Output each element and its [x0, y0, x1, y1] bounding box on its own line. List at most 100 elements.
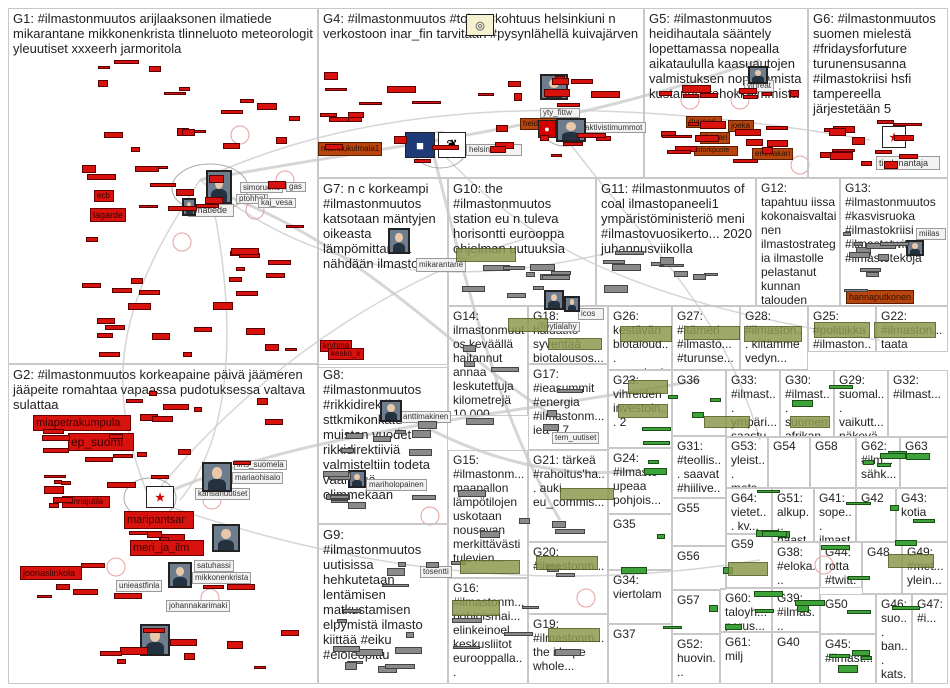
group-title: G32: #ilmast...	[893, 373, 942, 401]
red-node	[253, 665, 266, 669]
red-node	[898, 154, 918, 160]
gray-node	[878, 254, 890, 262]
green-node	[642, 440, 670, 445]
user-avatar	[556, 118, 586, 142]
group-title: G58	[815, 439, 838, 453]
group-title: G47: #i...	[917, 597, 944, 625]
kansanuutiset-logo-icon: ★	[146, 486, 174, 508]
red-node	[56, 584, 71, 591]
group-title: G41: sope... ilmast...	[819, 491, 852, 542]
gray-node	[615, 250, 645, 255]
red-node	[193, 407, 202, 413]
red-node	[236, 290, 259, 296]
brown-node	[739, 88, 758, 94]
gray-node	[463, 345, 477, 353]
gray-node	[542, 274, 571, 280]
red-node	[107, 481, 137, 488]
group-cell-g61: G61: milj	[720, 632, 772, 684]
gray-node	[611, 263, 641, 271]
red-node	[514, 92, 523, 101]
user-avatar	[564, 296, 580, 312]
node-label-lagarde: lagarde	[90, 208, 127, 222]
group-title: G61: milj	[725, 635, 752, 663]
green-node	[757, 489, 781, 493]
green-node	[892, 605, 921, 610]
brown-node	[699, 92, 718, 98]
red-node	[325, 143, 344, 150]
faded-node-label	[620, 326, 672, 342]
node-label-mariholopainen: mariholopainen	[366, 479, 427, 491]
red-node	[232, 460, 251, 465]
red-node	[246, 328, 266, 336]
group-cell-g20: G20: #ilmastonm...	[528, 542, 608, 614]
red-node	[393, 136, 407, 145]
red-node	[178, 86, 190, 91]
user-avatar	[906, 240, 924, 256]
red-node	[893, 135, 914, 142]
group-title: G35	[613, 517, 636, 531]
group-cell-g31: G31: #teollis... saavat #hiilive...	[672, 436, 726, 498]
red-node	[108, 433, 123, 439]
helsinki-logo-icon: ❦	[438, 132, 466, 158]
gray-node	[340, 448, 354, 454]
red-node	[875, 149, 893, 154]
red-node	[230, 247, 259, 255]
group-cell-g55: G55	[672, 498, 726, 546]
group-cell-g54: G54	[768, 436, 810, 488]
brown-node	[682, 84, 712, 93]
node-label-miilas: miilas	[916, 228, 946, 240]
green-node	[762, 531, 788, 538]
group-cell-g15: G15: #ilmastonm... maapallon lämpötiloje…	[448, 450, 528, 578]
faded-node-label	[560, 488, 614, 500]
brown-node	[761, 91, 772, 96]
red-node	[53, 496, 74, 503]
node-label-mikkonenkrista: mikkonenkrista	[192, 572, 252, 584]
green-node	[852, 650, 871, 657]
brown-node	[666, 150, 691, 155]
user-avatar	[168, 562, 192, 588]
gray-node	[503, 631, 533, 636]
gray-node	[865, 271, 879, 277]
red-node	[61, 480, 72, 485]
gray-node	[387, 568, 406, 577]
gray-node	[490, 367, 519, 373]
red-node	[883, 160, 898, 169]
gray-node	[457, 490, 486, 498]
node-label-kesko-ir: kesko_ir	[328, 348, 364, 360]
user-avatar	[388, 228, 410, 254]
brown-node	[742, 95, 758, 100]
red-node	[348, 117, 363, 122]
group-cell-g32: G32: #ilmast...	[888, 370, 948, 438]
green-node	[791, 399, 813, 407]
gray-node	[322, 471, 349, 478]
faded-node-label	[508, 318, 548, 332]
red-node	[128, 530, 148, 535]
red-node	[151, 332, 170, 340]
red-node	[227, 583, 256, 590]
red-node	[183, 352, 193, 358]
green-node	[754, 591, 784, 598]
faded-node-label	[704, 416, 750, 428]
green-node	[724, 624, 742, 631]
red-node	[126, 398, 144, 403]
red-node	[146, 531, 162, 539]
node-label-meri-ja-ilm: meri_ja_ilm	[130, 540, 204, 556]
red-node	[150, 183, 177, 188]
gray-node	[552, 521, 566, 529]
brown-node	[659, 90, 673, 96]
faded-node-label	[452, 600, 500, 616]
gray-node	[330, 495, 350, 500]
red-node	[84, 457, 113, 463]
group-title: G40	[777, 635, 800, 649]
brown-node	[700, 121, 727, 130]
red-node	[240, 99, 255, 104]
green-node	[848, 575, 871, 580]
green-node	[662, 626, 682, 630]
green-node	[668, 395, 679, 400]
faded-node-label	[728, 562, 768, 576]
gray-node	[330, 500, 348, 504]
group-cell-g40: G40	[772, 632, 820, 684]
red-node	[208, 175, 224, 184]
red-node	[97, 333, 114, 339]
